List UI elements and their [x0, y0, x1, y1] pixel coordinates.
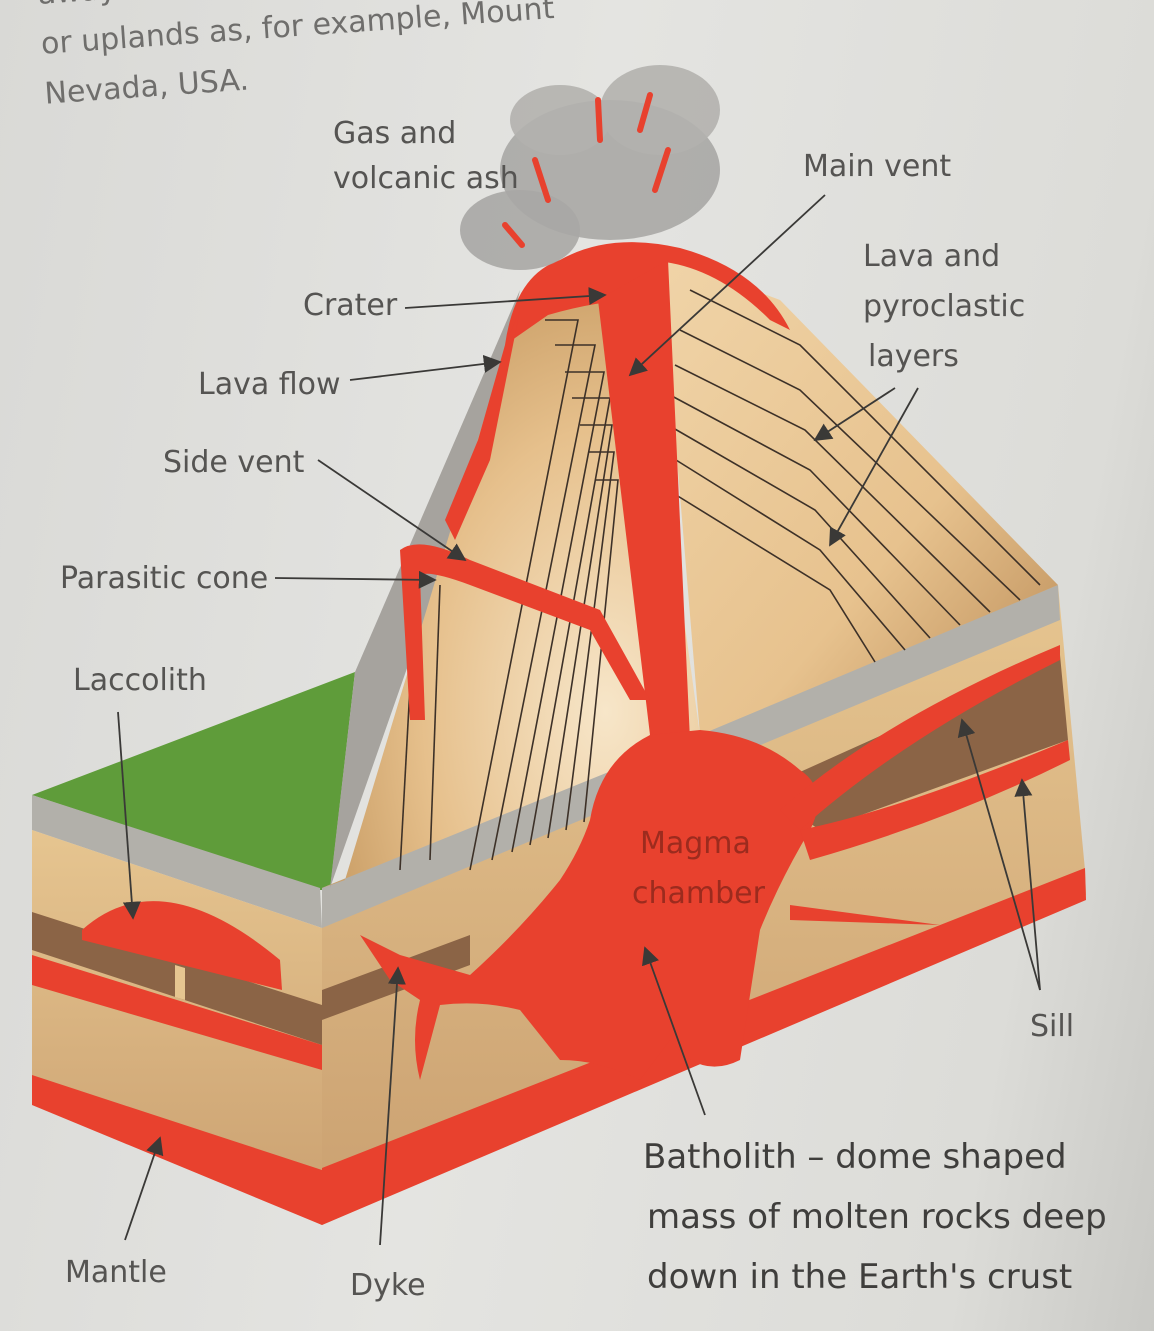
crater-label: Crater: [303, 288, 398, 323]
sill-intrusion-lower: [800, 740, 1070, 860]
side-vent-label: Side vent: [163, 445, 305, 480]
dyke-arrow: [379, 966, 406, 1246]
layers-arrow-2: [829, 387, 919, 547]
parasitic-cone-arrow: [274, 570, 437, 589]
cone-outer-flank: [330, 290, 520, 888]
pyroclastic-layer-lines: [399, 289, 1041, 871]
magma-system: [360, 242, 1070, 1080]
magma-label-line1: Magma: [640, 826, 751, 861]
sill-intrusion: [780, 645, 1060, 830]
mantle-label: Mantle: [65, 1255, 167, 1290]
front-left-red-band: [32, 955, 322, 1070]
sill-arrow-1: [957, 718, 1041, 991]
batholith-label-line1: Batholith – dome shaped: [643, 1137, 1067, 1177]
parasitic-cone-label: Parasitic cone: [60, 561, 268, 596]
batholith-arrow: [642, 946, 706, 1116]
ash-cloud: [460, 65, 720, 270]
main-vent-arrow: [628, 194, 826, 377]
chamber-tongue: [790, 905, 940, 925]
crater-arrow: [404, 287, 607, 309]
magma-label-line2: chamber: [632, 876, 766, 911]
gas-label-line2: volcanic ash: [333, 161, 519, 196]
dyke-label: Dyke: [350, 1268, 426, 1303]
lava-flow-arrow: [349, 354, 502, 381]
labels: Gas and volcanic ash Main vent Lava and …: [60, 116, 1107, 1303]
magma-chamber-body: [360, 730, 818, 1080]
mantle-arrow: [124, 1136, 164, 1241]
main-vent-pipe: [598, 260, 805, 830]
lava-flow-label: Lava flow: [198, 367, 341, 402]
sill-arrow-2: [1014, 778, 1041, 991]
sill-label: Sill: [1030, 1009, 1074, 1044]
batholith-label-line3: down in the Earth's crust: [647, 1257, 1072, 1297]
leader-lines: [117, 194, 1041, 1246]
lava-layers-label-line2: pyroclastic: [863, 289, 1025, 324]
layers-arrow-1: [813, 387, 896, 441]
laccolith-dome: [82, 901, 282, 990]
gas-label-line1: Gas and: [333, 116, 456, 151]
laccolith-arrow: [117, 711, 141, 920]
side-vent-arrow: [317, 459, 467, 562]
main-vent-label: Main vent: [803, 149, 951, 184]
mantle-layer: [32, 1075, 322, 1225]
lava-layers-label-line3: layers: [868, 339, 959, 374]
laccolith-label: Laccolith: [73, 663, 207, 698]
lava-layers-label-line1: Lava and: [863, 239, 1000, 274]
grass-surface: [32, 672, 355, 890]
side-vent-branch: [400, 544, 650, 720]
batholith-label-line2: mass of molten rocks deep: [647, 1197, 1107, 1237]
laccolith-gap: [175, 965, 185, 1000]
surface-rock-strip: [32, 795, 322, 928]
crater-cap: [505, 242, 790, 345]
